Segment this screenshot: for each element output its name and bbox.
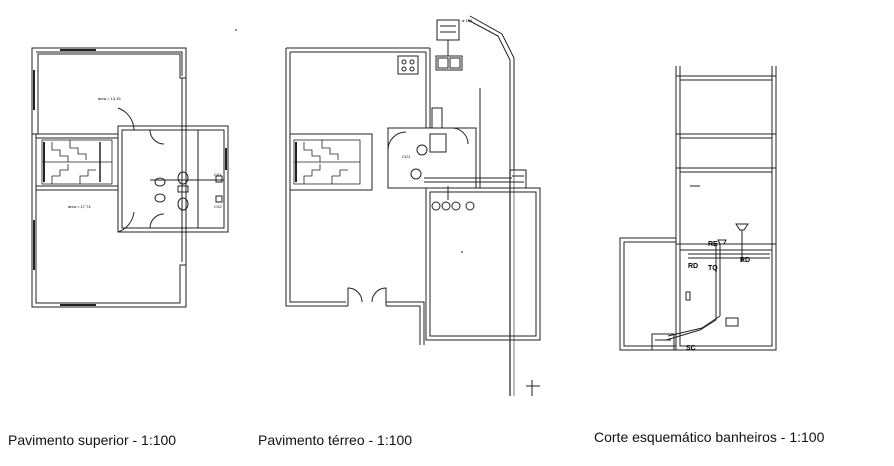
label-rd-right: RD <box>740 257 750 264</box>
svg-text:CG1: CG1 <box>402 154 411 159</box>
caption-ground-floor: Pavimento térreo - 1:100 <box>258 432 413 448</box>
upper-floor-plan <box>31 47 229 308</box>
ground-floor-plan <box>285 15 541 396</box>
svg-text:CX2: CX2 <box>214 204 223 209</box>
caption-upper-floor: Pavimento superior - 1:100 <box>8 432 177 448</box>
svg-text:área = 13,15: área = 13,15 <box>98 96 121 101</box>
svg-text:área = 17,74: área = 17,74 <box>68 204 91 209</box>
upper-floor-room-tags: área = 13,15 área = 17,74 CX1 CX2 <box>68 96 223 209</box>
section-labels: RE RD TQ RD SC <box>686 241 750 352</box>
bathroom-section <box>619 66 777 351</box>
label-rd-left: RD <box>688 263 698 270</box>
ground-floor-tags: CG1 ⌀ 100 <box>402 18 473 159</box>
label-re: RE <box>708 241 718 248</box>
caption-bathroom-section: Corte esquemático banheiros - 1:100 <box>594 429 825 445</box>
svg-text:⌀ 100: ⌀ 100 <box>462 18 473 23</box>
label-tq: TQ <box>708 265 718 272</box>
svg-text:CX1: CX1 <box>214 172 223 177</box>
label-sc: SC <box>686 345 696 352</box>
